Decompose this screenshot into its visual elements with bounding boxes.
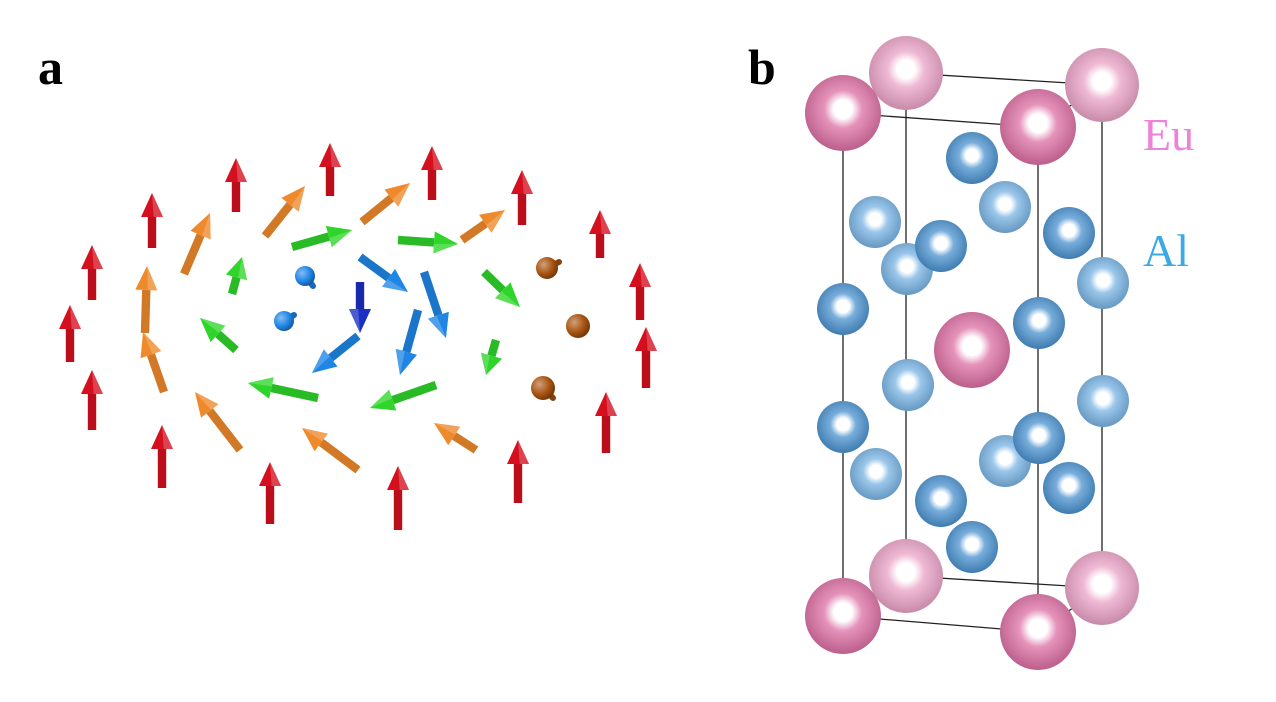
al-atom bbox=[915, 220, 967, 272]
spin-arrow bbox=[434, 423, 479, 454]
eu-atom bbox=[869, 36, 943, 110]
spin-arrow bbox=[140, 332, 168, 394]
spin-arrow bbox=[395, 308, 423, 375]
spin-arrow bbox=[259, 462, 281, 524]
spin-arrow bbox=[480, 338, 503, 375]
eu-atom bbox=[805, 75, 881, 151]
spin-arrow bbox=[421, 146, 443, 200]
legend-al: Al bbox=[1143, 225, 1189, 276]
spin-dot bbox=[531, 376, 556, 401]
spin-arrow bbox=[595, 392, 617, 453]
legend-eu: Eu bbox=[1143, 109, 1195, 160]
spin-arrow bbox=[200, 318, 239, 354]
al-atom bbox=[1077, 257, 1129, 309]
spin-arrow bbox=[387, 466, 409, 530]
spin-arrow bbox=[135, 266, 158, 334]
eu-atom bbox=[805, 578, 881, 654]
al-atom bbox=[979, 181, 1031, 233]
spin-arrow bbox=[59, 305, 81, 362]
spin-arrow bbox=[141, 193, 163, 248]
spin-arrow bbox=[589, 210, 611, 258]
al-atom bbox=[1077, 375, 1129, 427]
al-atom bbox=[1043, 207, 1095, 259]
spin-arrow bbox=[511, 170, 533, 225]
spin-arrow bbox=[225, 158, 247, 212]
spin-arrow bbox=[459, 210, 505, 244]
spin-arrow bbox=[312, 332, 361, 373]
al-atom bbox=[1043, 462, 1095, 514]
spin-dot bbox=[536, 257, 562, 279]
spin-arrow bbox=[319, 143, 341, 196]
al-atom bbox=[915, 475, 967, 527]
al-atom bbox=[817, 283, 869, 335]
spin-arrow bbox=[180, 213, 211, 276]
panel-label-b: b bbox=[748, 39, 776, 95]
al-atom bbox=[850, 448, 902, 500]
eu-atom bbox=[1065, 551, 1139, 625]
spin-arrow bbox=[81, 245, 103, 300]
spin-arrow bbox=[357, 253, 408, 292]
al-atom bbox=[817, 401, 869, 453]
spin-dot bbox=[295, 266, 316, 289]
al-atom bbox=[946, 521, 998, 573]
spin-arrow bbox=[81, 370, 103, 430]
spin-arrow bbox=[248, 377, 319, 403]
panel-label-a: a bbox=[38, 39, 63, 95]
spin-arrow bbox=[507, 440, 529, 503]
spin-arrow bbox=[359, 183, 410, 226]
spin-arrow bbox=[290, 225, 352, 252]
spin-arrow bbox=[481, 268, 520, 307]
spin-arrow bbox=[302, 428, 361, 474]
eu-atom bbox=[1065, 48, 1139, 122]
eu-atom bbox=[1000, 594, 1076, 670]
spin-arrow bbox=[370, 381, 438, 411]
spin-arrow bbox=[261, 186, 305, 239]
spin-arrow bbox=[635, 327, 657, 388]
spin-arrow bbox=[349, 282, 371, 333]
eu-atom bbox=[1000, 89, 1076, 165]
al-atom bbox=[849, 196, 901, 248]
eu-atom bbox=[934, 312, 1010, 388]
spin-arrow bbox=[151, 425, 173, 488]
al-atom bbox=[1013, 297, 1065, 349]
al-atom bbox=[946, 132, 998, 184]
spin-arrow bbox=[629, 263, 651, 320]
skyrmion-spin-texture bbox=[59, 143, 657, 530]
spin-dot bbox=[566, 314, 590, 338]
al-atom bbox=[1013, 412, 1065, 464]
spin-arrow bbox=[397, 231, 458, 254]
spin-dot bbox=[274, 311, 297, 331]
spin-arrow bbox=[195, 392, 244, 453]
al-atom bbox=[882, 359, 934, 411]
spin-arrow bbox=[225, 257, 248, 296]
eu-atom bbox=[869, 539, 943, 613]
spin-arrow bbox=[420, 270, 449, 338]
